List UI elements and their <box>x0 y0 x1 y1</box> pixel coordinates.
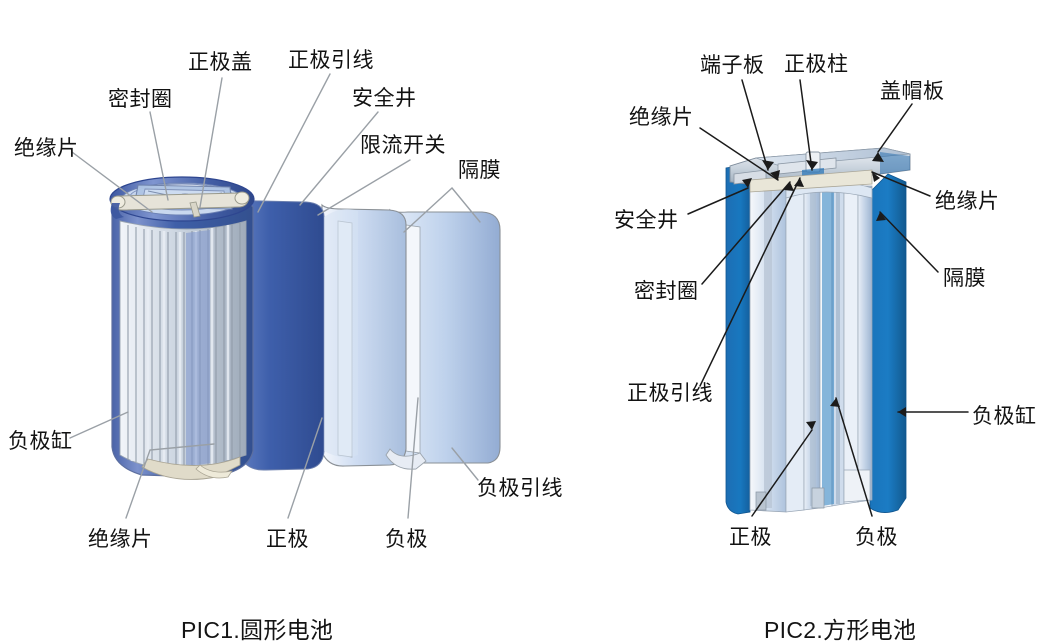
label-p2-gasket: 密封圈 <box>634 280 699 303</box>
anode-can-right-wall <box>869 173 907 513</box>
label-p1-cathode-cap: 正极盖 <box>188 51 253 74</box>
cathode-lead-tab <box>189 201 201 218</box>
electrode-foil-stack <box>119 220 247 471</box>
label-p1-anode-lead: 负极引线 <box>477 477 563 500</box>
label-p2-anode: 负极 <box>855 526 898 549</box>
cathode-cap-assembly <box>109 176 255 222</box>
label-p1-cathode: 正极 <box>266 528 309 551</box>
label-p2-insulator-right: 绝缘片 <box>935 190 1000 213</box>
prismatic-battery-figure <box>725 147 911 515</box>
label-p1-separator: 隔膜 <box>458 159 501 182</box>
label-p2-separator: 隔膜 <box>943 267 986 290</box>
cylindrical-battery-figure <box>109 176 501 480</box>
electrode-roll-stack <box>749 179 873 513</box>
label-p2-cathode-lead: 正极引线 <box>627 382 713 405</box>
label-p2-cathode: 正极 <box>729 526 772 549</box>
label-p1-anode-can: 负极缸 <box>8 430 73 453</box>
caption-pic2: PIC2.方形电池 <box>764 617 917 643</box>
label-p1-cathode-lead: 正极引线 <box>288 49 374 72</box>
label-p2-terminal-plate: 端子板 <box>700 54 765 77</box>
label-p2-safety-vent: 安全井 <box>614 209 679 232</box>
label-p2-anode-can: 负极缸 <box>972 405 1037 428</box>
label-p2-cap-plate: 盖帽板 <box>880 80 945 103</box>
label-p1-safety-vent: 安全井 <box>352 87 417 110</box>
caption-pic1: PIC1.圆形电池 <box>181 617 334 643</box>
separator-edge <box>324 209 358 458</box>
label-p1-gasket: 密封圈 <box>108 88 173 111</box>
label-p1-anode: 负极 <box>385 528 428 551</box>
label-p2-cathode-post: 正极柱 <box>784 53 849 76</box>
label-p1-insulator-top: 绝缘片 <box>14 137 79 160</box>
label-p2-insulator-left: 绝缘片 <box>629 106 694 129</box>
label-p1-ptc-switch: 限流开关 <box>360 134 446 157</box>
label-p1-insulator-bot: 绝缘片 <box>88 528 153 551</box>
